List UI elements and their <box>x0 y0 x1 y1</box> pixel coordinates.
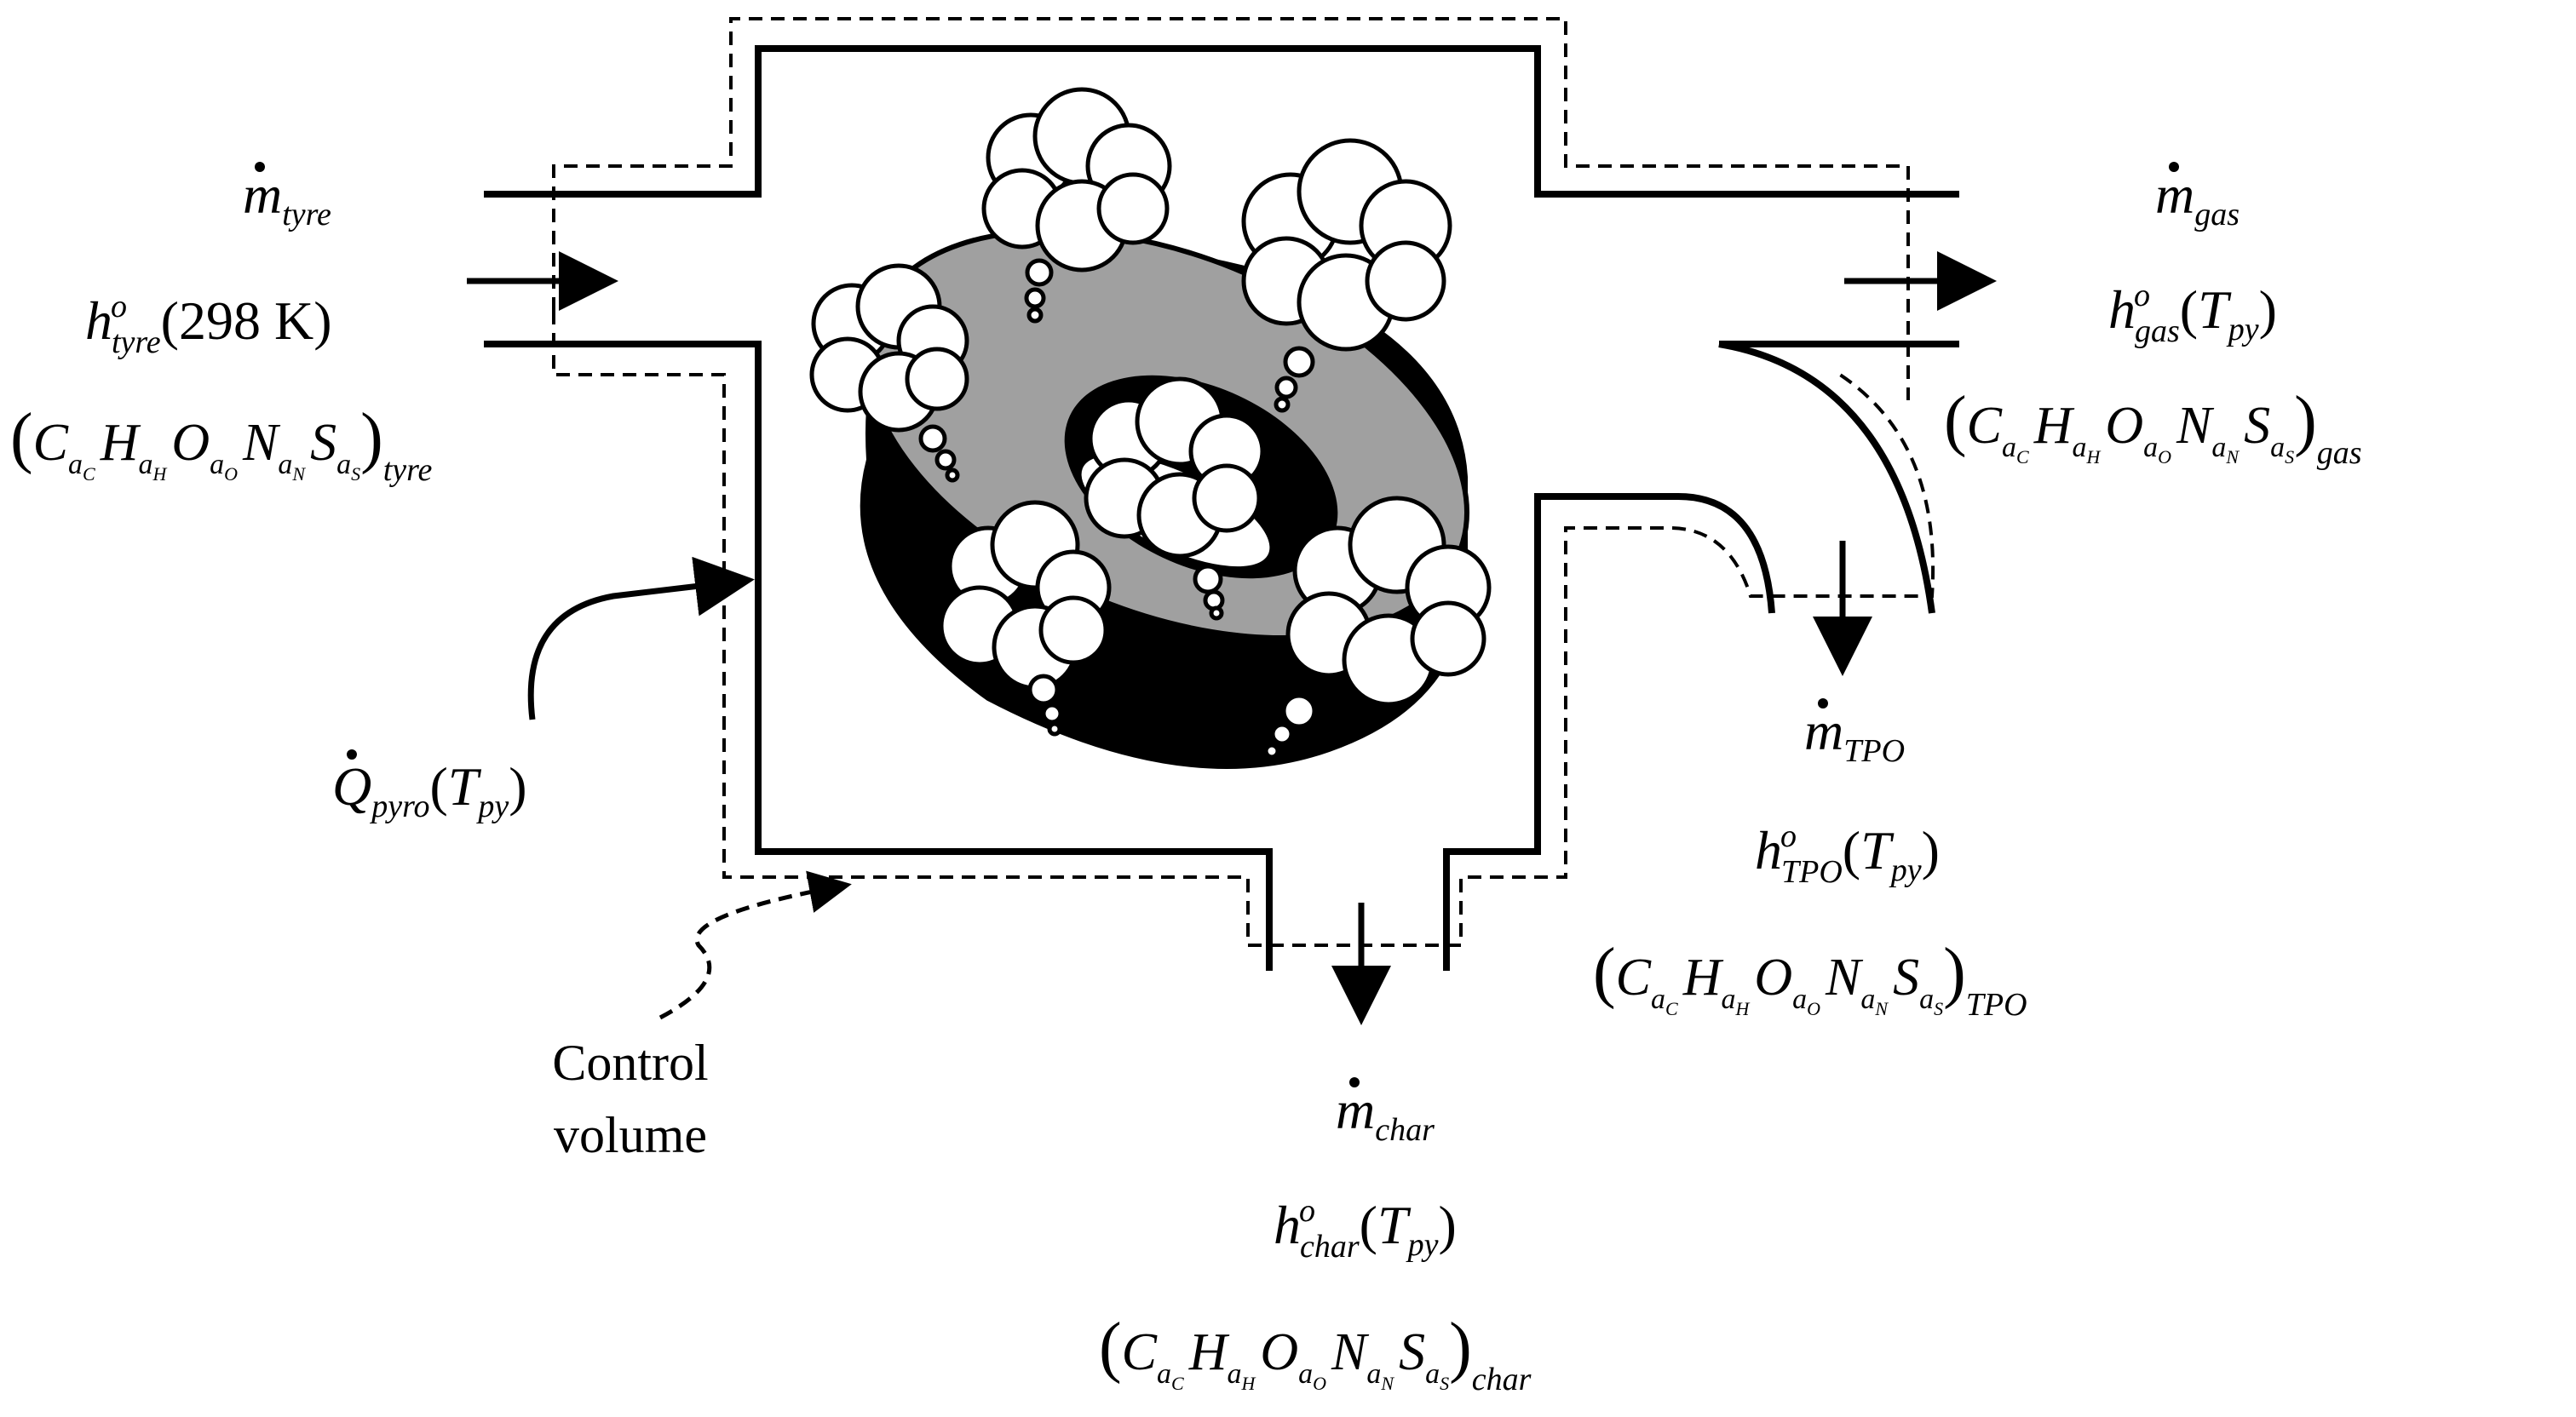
gas-mass-flow-dot <box>2169 162 2179 172</box>
heat-symbol-dot <box>347 749 357 760</box>
char-mass-flow-dot <box>1349 1077 1360 1087</box>
tyre-mass-flow: mtyre <box>243 164 331 232</box>
control-volume-label-line2: volume <box>554 1107 707 1163</box>
cloud-1 <box>981 87 1172 324</box>
char-mass-flow: mchar <box>1336 1080 1435 1148</box>
tpo-curved-wall <box>1718 341 1935 614</box>
cloud-6 <box>1263 496 1492 760</box>
control-volume-pointer <box>658 870 852 1020</box>
heat-input-arrow <box>527 556 755 720</box>
gas-composition: (CaCHaHOaONaNSaS)gas <box>1944 383 2362 471</box>
tpo-composition: (CaCHaHOaONaNSaS)TPO <box>1593 935 2027 1023</box>
cloud-2 <box>1241 138 1452 413</box>
control-volume-label-line1: Control <box>552 1035 708 1091</box>
reactor-right-bottom-wall <box>1443 493 1775 971</box>
reactor-left-bottom-wall <box>484 341 1273 971</box>
tpo-mass-flow: mTPO <box>1804 701 1905 769</box>
cloud-4 <box>1084 376 1265 621</box>
gas-mass-flow: mgas <box>2155 164 2240 232</box>
char-composition: (CaCHaHOaONaNSaS)char <box>1099 1310 1532 1397</box>
control-volume-label: Control volume <box>552 1035 708 1163</box>
tyre-composition: (CaCHaHOaONaNSaS)tyre <box>10 400 433 488</box>
heat-symbol: Qpyro(Tpy) <box>332 756 527 824</box>
tyre-mass-flow-dot <box>255 162 265 172</box>
tpo-mass-flow-dot <box>1818 698 1828 708</box>
flow-arrows <box>467 251 1997 1025</box>
reactor-walls <box>484 45 1959 971</box>
smoke-clouds <box>809 87 1492 760</box>
control-volume-boundary <box>552 17 1935 947</box>
reactor-top-wall <box>484 45 1959 198</box>
cloud-5 <box>939 500 1112 737</box>
cloud-3 <box>809 263 969 483</box>
heat-input-label: Qpyro(Tpy) <box>332 749 527 824</box>
